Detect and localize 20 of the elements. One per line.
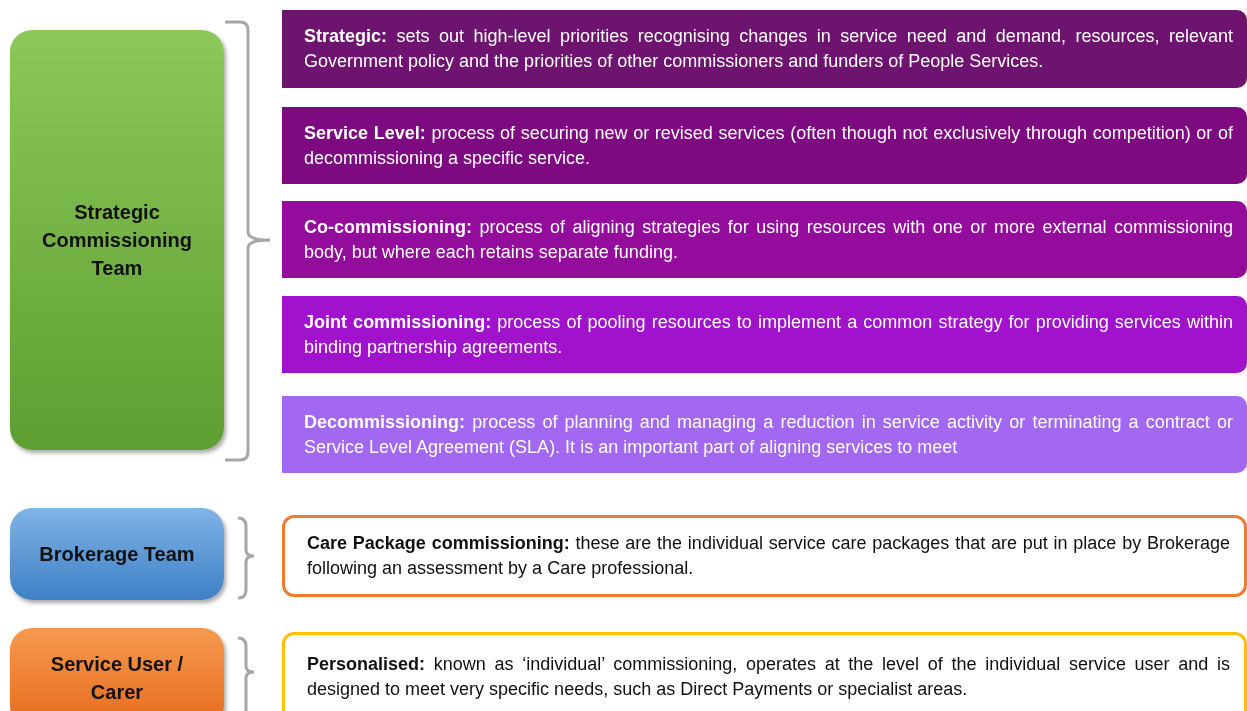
description-bar <box>282 107 1247 184</box>
description-card <box>282 632 1247 711</box>
description-bar <box>282 396 1247 473</box>
team-name: Strategic Commissioning Team <box>41 200 193 281</box>
description-text: Service Level: process of securing new or revised services (often though not exclusively through competition) or of decommissioning a specific service. <box>304 121 1233 170</box>
team-box <box>10 30 224 450</box>
team-box <box>10 508 224 600</box>
team-name: Brokerage Team <box>38 542 196 567</box>
description-text: Decommissioning: process of planning and managing a reduction in service activity or terminating a contract or Service Level Agreement (SLA). It is an important part of aligning services to meet <box>304 410 1233 459</box>
description-text: Strategic: sets out high-level priorities recognising changes in service need and demand, resources, relevant Government policy and the priorities of other commissioners and funders of People Services. <box>304 25 1233 73</box>
description-text: Care Package commissioning: these are the individual service care packages that are put in place by Brokerage following an assessment by a Care professional. <box>307 532 1230 580</box>
description-card <box>282 515 1247 597</box>
team-name: Service User / Carer <box>49 652 185 705</box>
description-text: Joint commissioning: process of pooling resources to implement a common strategy for providing services within binding partnership agreements. <box>304 310 1233 359</box>
description-bar <box>282 296 1247 373</box>
description-bar <box>282 201 1247 278</box>
team-box <box>10 628 224 711</box>
description-text: Co-commissioning: process of aligning strategies for using resources with one or more external commissioning body, but where each retains separate funding. <box>304 215 1233 264</box>
description-bar <box>282 10 1247 88</box>
description-text: Personalised: known as ‘individual’ commissioning, operates at the level of the individual service user and is designed to meet very specific needs, such as Direct Payments or specialist areas. <box>307 653 1230 701</box>
